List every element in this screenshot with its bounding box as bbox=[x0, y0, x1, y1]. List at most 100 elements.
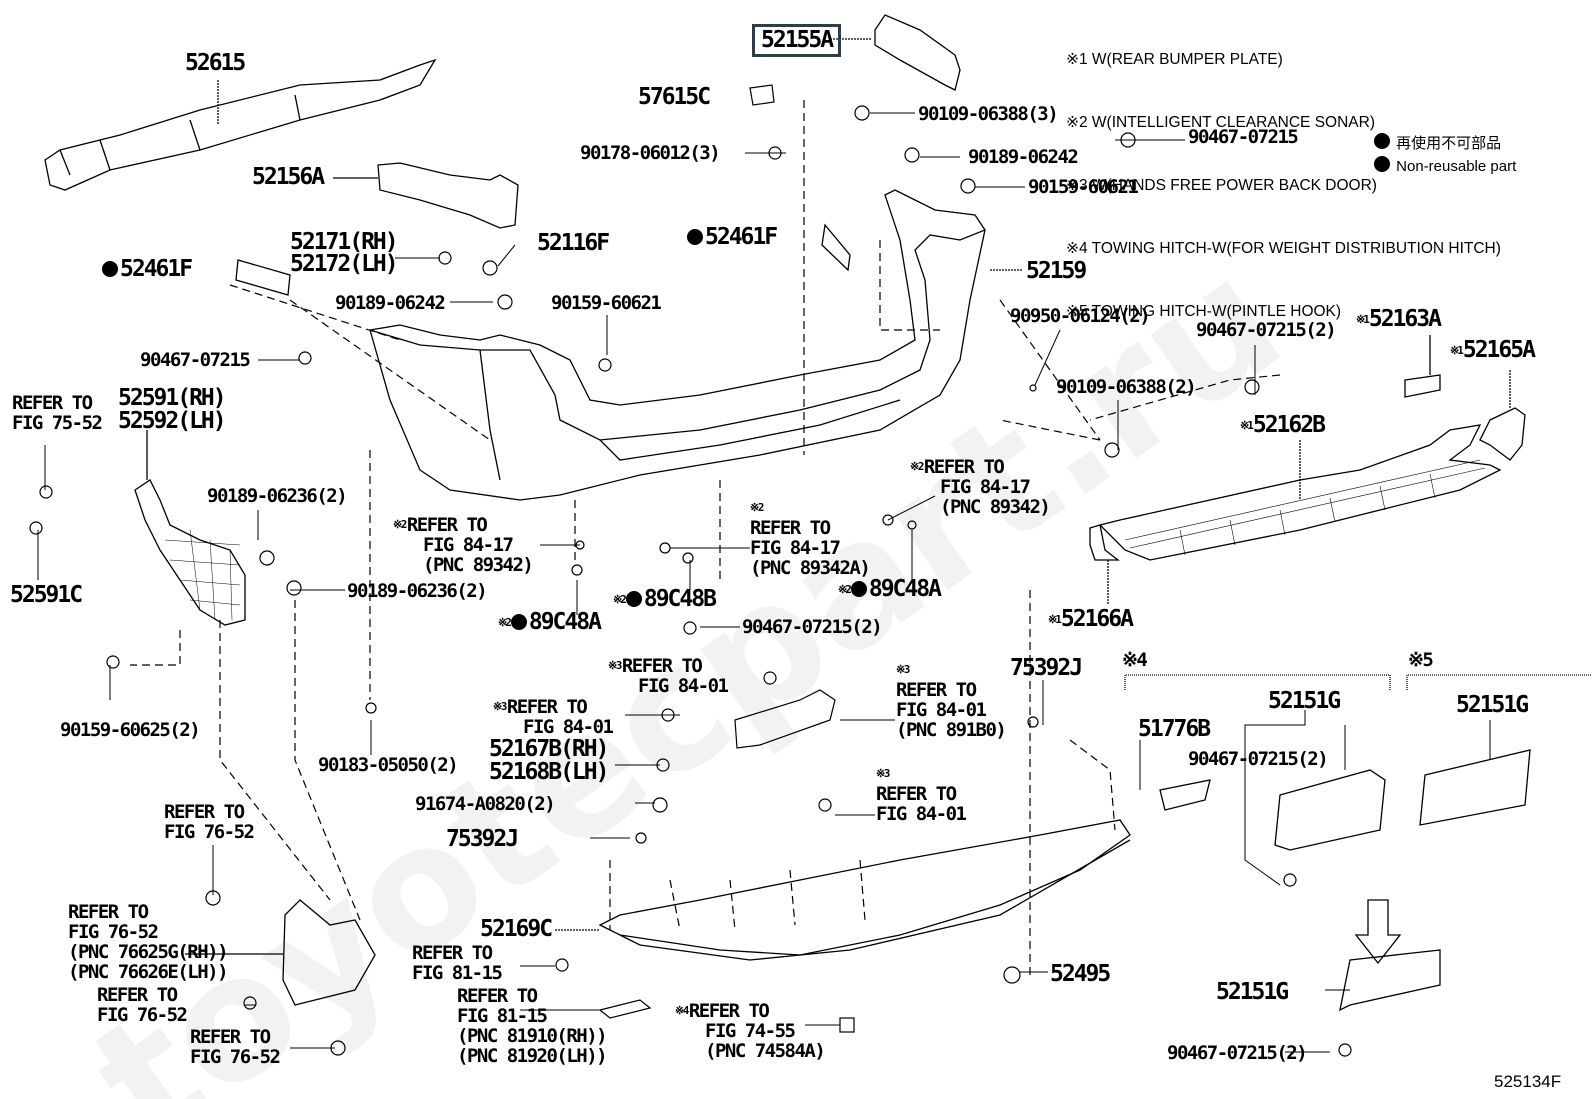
note-2: ※2 W(INTELLIGENT CLEARANCE SONAR) bbox=[1066, 114, 1375, 131]
part-label-90189-06242[interactable]: 90189-06242 bbox=[968, 146, 1079, 168]
part-label-52159[interactable]: 52159 bbox=[1026, 258, 1087, 284]
part-52162B-step-plate-drawing bbox=[1098, 424, 1502, 561]
note-list: ※1 W(REAR BUMPER PLATE) ※2 W(INTELLIGENT… bbox=[1066, 7, 1501, 364]
part-label-52167B[interactable]: 52167B(RH) bbox=[489, 736, 609, 762]
group-label-5: ※5 bbox=[1408, 649, 1434, 671]
part-label-52166A[interactable]: ※152166A bbox=[1048, 606, 1134, 632]
part-label-52495[interactable]: 52495 bbox=[1050, 961, 1111, 987]
part-number: 52166A bbox=[1060, 606, 1134, 632]
note-3: ※3 W(HANDS FREE POWER BACK DOOR) bbox=[1066, 177, 1377, 194]
part-label-52165A[interactable]: ※152165A bbox=[1450, 339, 1536, 362]
part-label-90189-06236-a[interactable]: 90189-06236(2) bbox=[207, 485, 348, 507]
note-mark: ※2 bbox=[838, 583, 852, 596]
part-label-90467-07215-b[interactable]: 90467-07215 bbox=[140, 349, 251, 371]
note-mark: ※1 bbox=[1240, 419, 1254, 432]
part-label-52116F[interactable]: 52116F bbox=[537, 230, 610, 256]
part-52156A-drawing bbox=[333, 162, 519, 229]
part-label-52591C[interactable]: 52591C bbox=[10, 582, 83, 608]
part-label-52168B[interactable]: 52168B(LH) bbox=[489, 759, 609, 785]
part-label-52171[interactable]: 52171(RH) bbox=[290, 229, 399, 255]
part-label-90109-06388-2[interactable]: 90109-06388(2) bbox=[1056, 376, 1197, 398]
part-label-51776B[interactable]: 51776B bbox=[1138, 716, 1211, 742]
part-label-90109-06388-3[interactable]: 90109-06388(3) bbox=[918, 103, 1059, 125]
part-label-90189-06236-b[interactable]: 90189-06236(2) bbox=[347, 580, 488, 602]
part-number: 52162B bbox=[1252, 412, 1326, 438]
ref-line: (PNC 74584A) bbox=[705, 1040, 826, 1062]
part-label-52155A[interactable]: 52155A bbox=[752, 24, 842, 57]
part-label-52172[interactable]: 52172(LH) bbox=[290, 251, 399, 277]
assembly-leader-lines bbox=[130, 100, 1281, 980]
part-label-52156A[interactable]: 52156A bbox=[252, 164, 325, 190]
part-label-52151G-a[interactable]: 52151G bbox=[1268, 688, 1341, 714]
part-label-90189-06242-b[interactable]: 90189-06242 bbox=[335, 292, 446, 314]
part-label-90950-06124[interactable]: 90950-06124(2) bbox=[1010, 305, 1151, 327]
ref-line: REFER TO bbox=[688, 1000, 770, 1022]
part-label-52151G-b[interactable]: 52151G bbox=[1456, 692, 1529, 718]
part-label-90467-07215-2a[interactable]: 90467-07215(2) bbox=[1196, 319, 1337, 341]
non-reusable-dot-icon bbox=[687, 229, 703, 245]
part-label-90183-05050[interactable]: 90183-05050(2) bbox=[318, 754, 459, 776]
part-label-52461F-left[interactable]: 52461F bbox=[102, 258, 193, 281]
part-label-52615[interactable]: 52615 bbox=[185, 50, 246, 76]
part-label-90467-07215-2d[interactable]: 90467-07215(2) bbox=[1167, 1042, 1308, 1064]
part-label-52162B[interactable]: ※152162B bbox=[1240, 412, 1326, 438]
part-label-90467-07215[interactable]: 90467-07215 bbox=[1188, 126, 1299, 148]
note-mark: ※1 bbox=[1048, 613, 1062, 626]
part-number: 52461F bbox=[705, 224, 778, 250]
part-label-52461F-mid[interactable]: 52461F bbox=[687, 224, 778, 250]
non-reusable-dot-icon bbox=[850, 581, 867, 597]
note-mark: ※4 bbox=[675, 1004, 689, 1017]
part-52151G-c-drawing bbox=[1339, 949, 1441, 1012]
part-label-75392J-b[interactable]: 75392J bbox=[1010, 655, 1083, 681]
part-label-90159-60621-b[interactable]: 90159-60621 bbox=[551, 292, 662, 314]
part-52615-drawing bbox=[44, 58, 437, 191]
part-label-90159-60625[interactable]: 90159-60625(2) bbox=[60, 719, 201, 741]
part-label-75392J-a[interactable]: 75392J bbox=[446, 826, 519, 852]
part-52166A-drawing bbox=[1089, 524, 1120, 561]
part-label-90178-06012[interactable]: 90178-06012(3) bbox=[580, 142, 721, 164]
part-51776B-drawing bbox=[1159, 779, 1211, 811]
note-1: ※1 W(REAR BUMPER PLATE) bbox=[1066, 51, 1283, 68]
ref-line: REFER TO bbox=[750, 517, 831, 539]
part-label-90467-07215-2c[interactable]: 90467-07215(2) bbox=[1188, 748, 1329, 770]
part-label-91674-A0820[interactable]: 91674-A0820(2) bbox=[415, 793, 556, 815]
part-label-52592[interactable]: 52592(LH) bbox=[118, 408, 227, 434]
part-label-52591[interactable]: 52591(RH) bbox=[118, 385, 227, 411]
ref-line: FIG 75-52 bbox=[12, 412, 103, 434]
ref-line: REFER TO bbox=[12, 392, 93, 414]
part-label-52169C[interactable]: 52169C bbox=[480, 916, 553, 942]
non-reusable-dot-icon bbox=[625, 591, 642, 607]
legend-en: Non-reusable part bbox=[1396, 158, 1517, 175]
note-mark: ※1 bbox=[1356, 313, 1370, 326]
ref-line: REFER TO bbox=[923, 456, 1005, 478]
ref-line: FIG 76-52 bbox=[164, 821, 255, 843]
part-label-57615C[interactable]: 57615C bbox=[638, 84, 711, 110]
ref-line: REFER TO bbox=[190, 1026, 271, 1048]
part-label-52163A[interactable]: ※152163A bbox=[1356, 308, 1442, 331]
part-label-52151G-c[interactable]: 52151G bbox=[1216, 979, 1289, 1005]
ref-line: FIG 84-01 bbox=[876, 803, 967, 825]
ref-line: FIG 81-15 bbox=[457, 1005, 548, 1027]
ref-line: (PNC 76625G(RH)) bbox=[68, 941, 229, 963]
part-label-90159-60621[interactable]: 90159-60621 bbox=[1028, 176, 1139, 198]
part-label-90467-07215-2b[interactable]: 90467-07215(2) bbox=[742, 616, 883, 638]
